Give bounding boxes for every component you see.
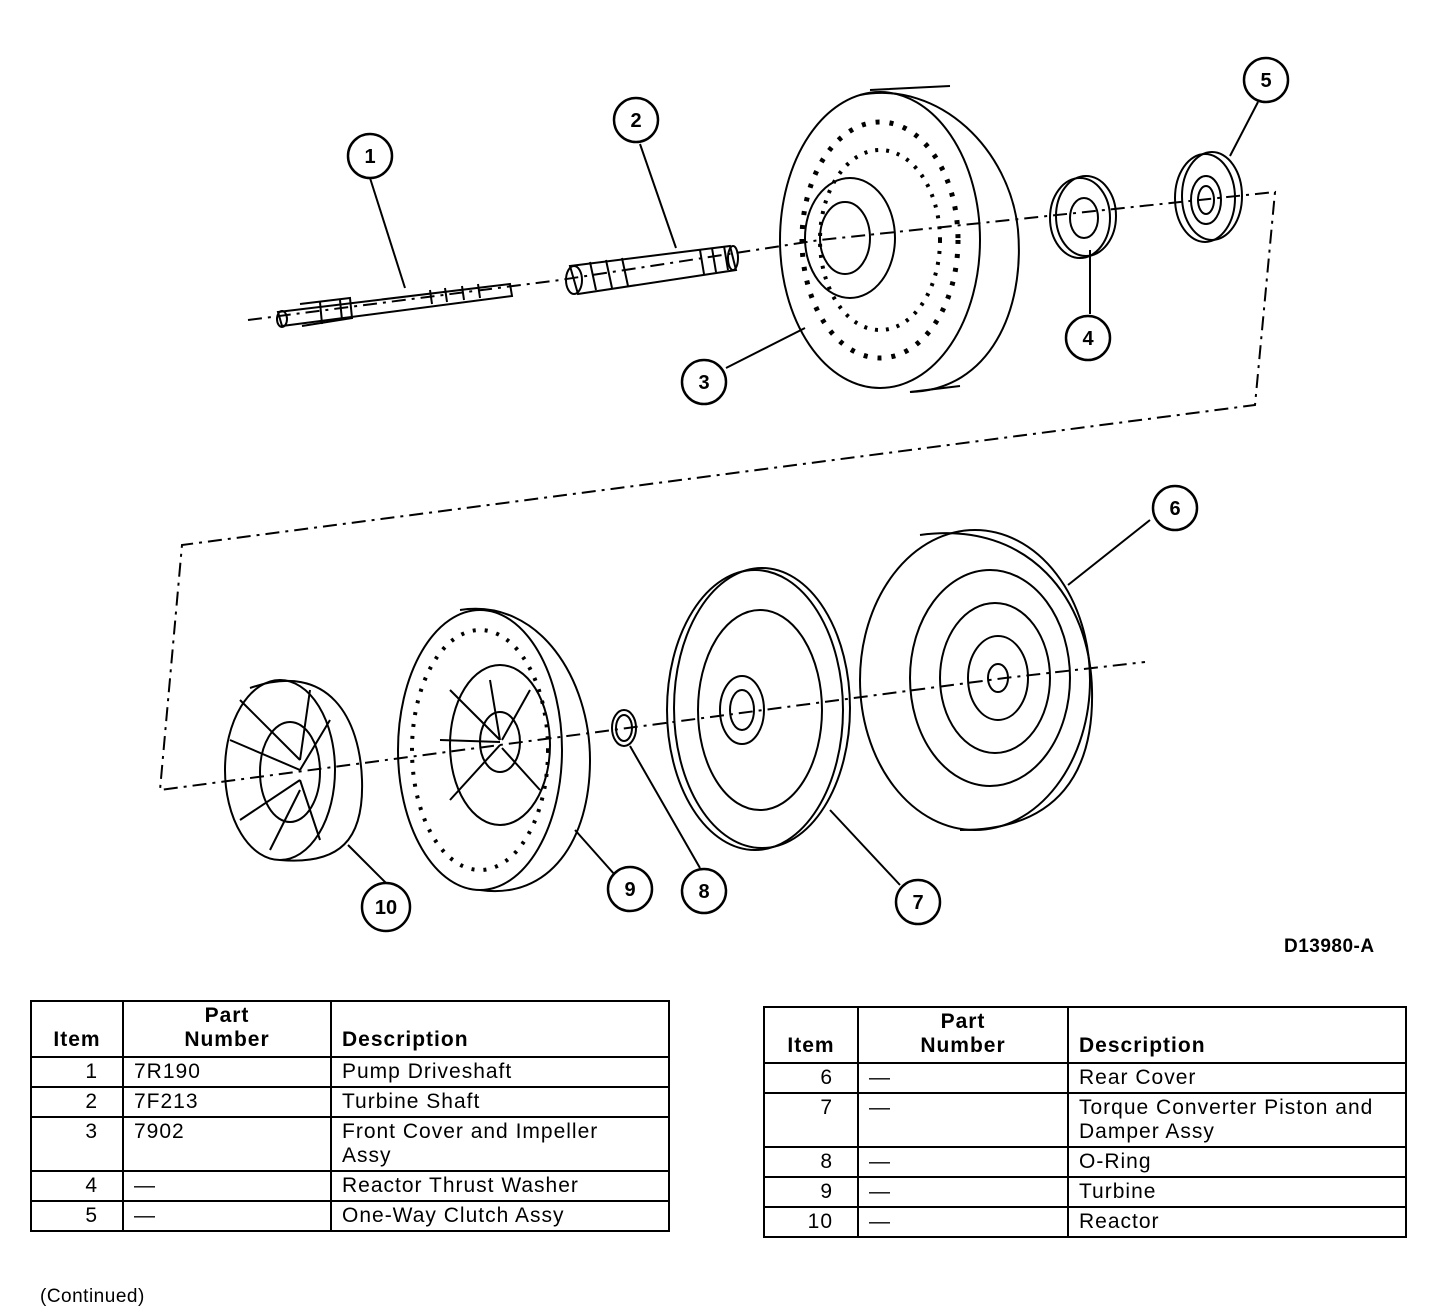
part-number-cell: —: [122, 1170, 332, 1202]
part-number-cell: —: [857, 1206, 1069, 1238]
table-row: 2 7F213 Turbine Shaft: [30, 1086, 670, 1118]
description-cell: One-Way Clutch Assy: [330, 1200, 670, 1232]
table-row: 4 — Reactor Thrust Washer: [30, 1170, 670, 1202]
front-cover-impeller-part: [779, 85, 1020, 393]
callout-9: 9: [606, 865, 654, 913]
callout-4-label: 4: [1082, 328, 1094, 350]
callout-6: 6: [1151, 484, 1199, 532]
assembly-centerline: [158, 190, 1277, 792]
callout-7-label: 7: [912, 892, 923, 914]
description-cell: O-Ring: [1067, 1146, 1407, 1178]
callout-10-label: 10: [375, 897, 397, 919]
item-cell: 2: [30, 1086, 124, 1118]
description-cell: Turbine: [1067, 1176, 1407, 1208]
callout-5-label: 5: [1260, 70, 1271, 92]
o-ring-part: [611, 709, 637, 747]
rear-cover-part: [859, 529, 1094, 831]
reactor-part: [224, 679, 364, 862]
callout-1: 1: [346, 132, 394, 180]
header-description: Description: [1067, 1006, 1407, 1064]
callout-7: 7: [894, 878, 942, 926]
one-way-clutch-part: [1174, 151, 1243, 243]
table-row: 10 — Reactor: [763, 1206, 1407, 1238]
item-cell: 9: [763, 1176, 859, 1208]
part-number-cell: —: [857, 1092, 1069, 1148]
callout-3-label: 3: [698, 372, 709, 394]
reactor-thrust-washer-part: [1049, 175, 1117, 259]
turbine-shaft-part: [565, 244, 739, 296]
item-cell: 7: [763, 1092, 859, 1148]
turbine-part: [397, 607, 592, 893]
piston-damper-part: [666, 567, 851, 851]
item-cell: 5: [30, 1200, 124, 1232]
callout-10: 10: [360, 881, 412, 933]
callout-4: 4: [1064, 314, 1112, 362]
table-row: 1 7R190 Pump Driveshaft: [30, 1056, 670, 1088]
callout-bubbles: 1 2 3 4 5 6 7 8: [346, 56, 1290, 933]
part-number-cell: —: [857, 1176, 1069, 1208]
header-item: Item: [30, 1000, 124, 1058]
callout-1-label: 1: [364, 146, 375, 168]
description-cell: Reactor Thrust Washer: [330, 1170, 670, 1202]
header-item: Item: [763, 1006, 859, 1064]
part-number-cell: —: [857, 1062, 1069, 1094]
item-cell: 6: [763, 1062, 859, 1094]
description-cell: Reactor: [1067, 1206, 1407, 1238]
part-number-cell: 7F213: [122, 1086, 332, 1118]
callout-6-label: 6: [1169, 498, 1180, 520]
leader-lines: [347, 101, 1259, 886]
header-description: Description: [330, 1000, 670, 1058]
continued-note: (Continued): [40, 1286, 145, 1307]
part-number-cell: 7R190: [122, 1056, 332, 1088]
item-cell: 8: [763, 1146, 859, 1178]
description-cell: Rear Cover: [1067, 1062, 1407, 1094]
description-cell: Pump Driveshaft: [330, 1056, 670, 1088]
part-number-cell: 7902: [122, 1116, 332, 1172]
callout-2: 2: [612, 96, 660, 144]
callout-9-label: 9: [624, 879, 635, 901]
callout-5: 5: [1242, 56, 1290, 104]
callout-3: 3: [680, 358, 728, 406]
callout-8-label: 8: [698, 881, 709, 903]
item-cell: 4: [30, 1170, 124, 1202]
figure-id: D13980-A: [1284, 936, 1375, 957]
callout-2-label: 2: [630, 110, 641, 132]
part-number-cell: —: [857, 1146, 1069, 1178]
exploded-view-diagram: 1 2 3 4 5 6 7 8: [158, 56, 1290, 933]
pump-driveshaft-part: [276, 282, 514, 328]
table-row: 8 — O-Ring: [763, 1146, 1407, 1178]
item-cell: 1: [30, 1056, 124, 1088]
item-cell: 10: [763, 1206, 859, 1238]
part-number-cell: —: [122, 1200, 332, 1232]
table-row: 9 — Turbine: [763, 1176, 1407, 1208]
table-row: 6 — Rear Cover: [763, 1062, 1407, 1094]
table-row: 5 — One-Way Clutch Assy: [30, 1200, 670, 1232]
description-cell: Turbine Shaft: [330, 1086, 670, 1118]
item-cell: 3: [30, 1116, 124, 1172]
callout-8: 8: [680, 867, 728, 915]
